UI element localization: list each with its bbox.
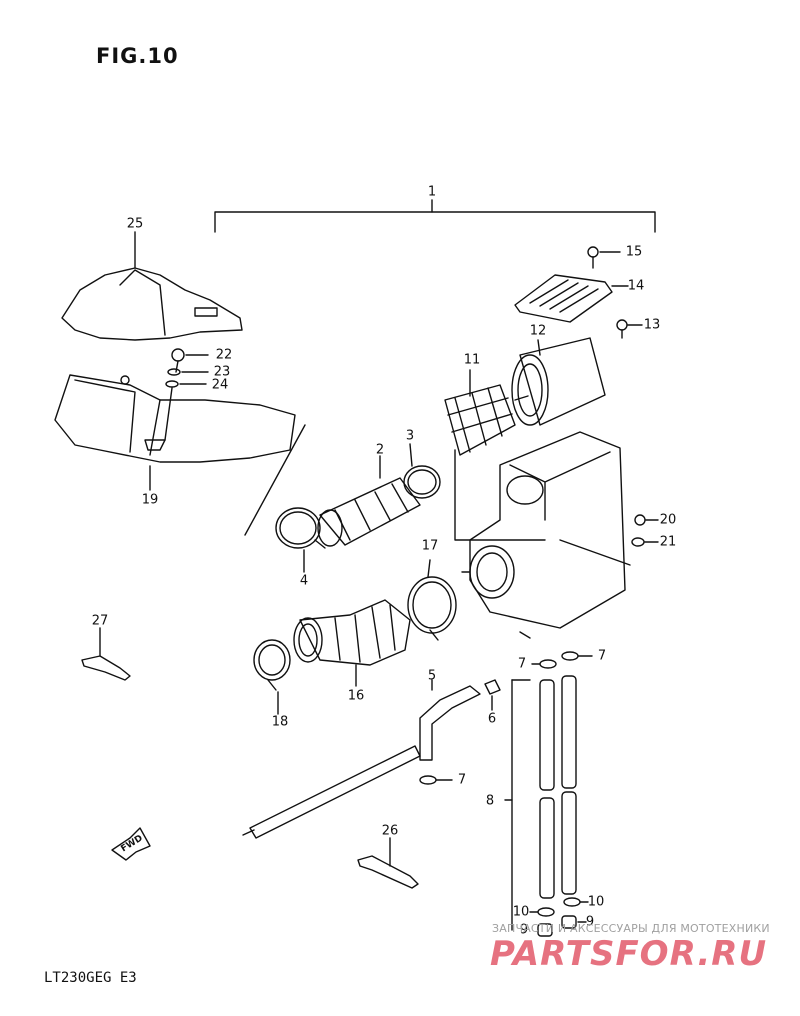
callout-6: 6 [487,711,497,727]
model-code: LT230GEG E3 [44,970,137,986]
callout-15: 15 [625,244,643,260]
part-10-clip-a [529,907,555,917]
callout-20: 20 [659,512,677,528]
part-6-clip [484,679,501,711]
part-9-plug-a [537,923,553,937]
callout-10a: 10 [512,904,530,920]
watermark-logo: PARTSFOR.RU [490,934,768,974]
duct-connector-lines [244,424,306,536]
callout-11: 11 [463,352,481,368]
callout-22: 22 [215,347,233,363]
callout-13: 13 [643,317,661,333]
figure-title: FIG.10 [96,44,179,68]
callout-24: 24 [211,377,229,393]
part-16-intake-tube [293,599,411,687]
callout-8: 8 [485,793,495,809]
callout-7c: 7 [457,772,467,788]
callout-7a: 7 [517,656,527,672]
part-20-screw [634,514,659,526]
part-2-connector-tube [317,455,421,547]
part-24-washer [164,380,207,441]
callout-21: 21 [659,534,677,550]
part-15-screw [587,246,621,269]
assembly-bracket-1 [214,199,656,233]
watermark-tagline: ЗАПЧАСТИ И АКСЕССУАРЫ ДЛЯ МОТОТЕХНИКИ [492,922,770,935]
callout-4: 4 [299,573,309,589]
part-27-bracket [81,627,131,681]
drain-hose [242,745,421,839]
part-14-cover-plate [514,274,629,323]
part-4-clamp [275,507,326,573]
fwd-arrow-icon [111,827,151,861]
callout-12: 12 [529,323,547,339]
part-5-hose [419,679,481,761]
part-22-screw [171,348,209,373]
callout-7b: 7 [597,648,607,664]
part-26-bracket [357,837,419,889]
callout-17: 17 [421,538,439,554]
part-17-band [407,559,457,641]
callout-1: 1 [427,184,437,200]
callout-27: 27 [91,613,109,629]
callout-2: 2 [375,442,385,458]
callout-23: 23 [213,364,231,380]
part-18-clamp [253,639,291,715]
callout-3: 3 [405,428,415,444]
part-9-plug-b [561,915,587,929]
callout-26: 26 [381,823,399,839]
part-7-clip-b [561,651,593,661]
air-cleaner-case [454,431,631,639]
part-8-drain-hoses [504,675,577,931]
callout-19: 19 [141,492,159,508]
part-19-intake-duct [54,374,296,491]
part-7-clip-a [531,659,557,669]
callout-25: 25 [126,216,144,232]
callout-14: 14 [627,278,645,294]
part-12-filter-element [511,337,606,426]
callout-9a: 9 [519,922,529,938]
part-21-grommet [631,537,659,547]
callout-10b: 10 [587,894,605,910]
part-25-cover [61,231,243,341]
part-23-washer [167,368,209,376]
callout-18: 18 [271,714,289,730]
callout-16: 16 [347,688,365,704]
callout-9b: 9 [585,914,595,930]
part-13-screw [616,319,643,339]
part-3-band [403,443,441,499]
part-10-clip-b [563,897,589,907]
callout-5: 5 [427,668,437,684]
part-7-clip-c [419,775,453,785]
part-11-filter-cage [444,369,529,456]
